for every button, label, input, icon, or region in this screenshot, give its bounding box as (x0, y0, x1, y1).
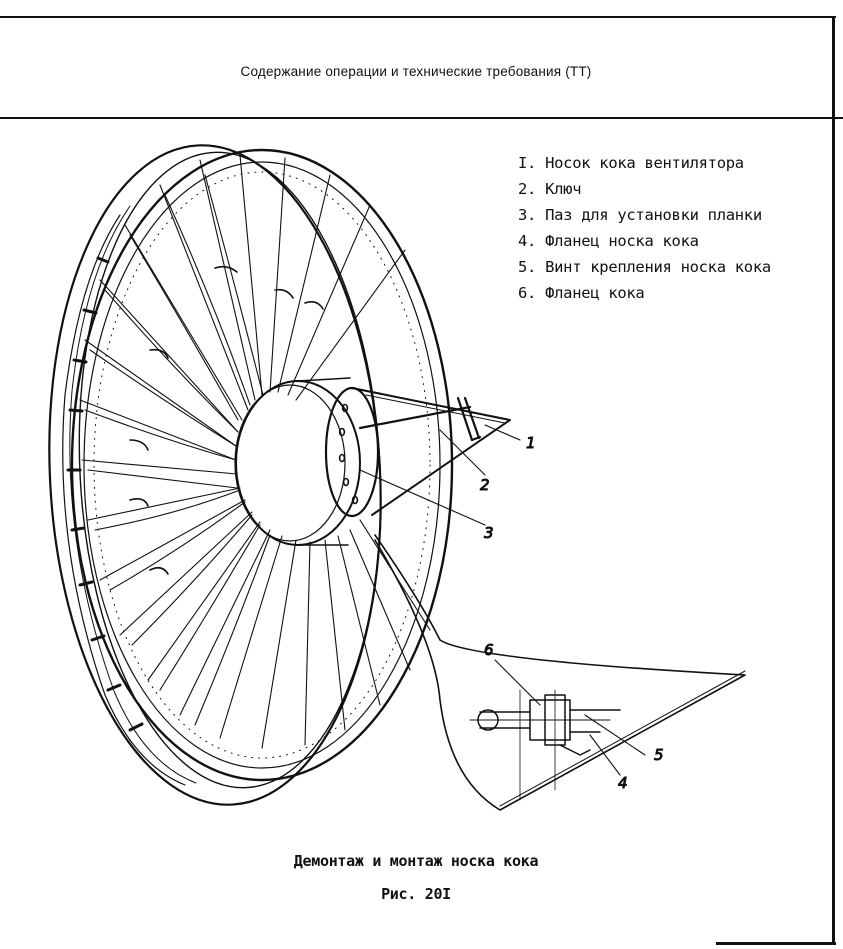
figure-number: Рис. 20I (381, 885, 451, 903)
fan-blades (79, 154, 431, 749)
callout-6: 6 (484, 641, 494, 659)
figure-caption: Демонтаж и монтаж носка кока (293, 852, 539, 870)
legend-item-3: 3. Паз для установки планки (518, 206, 762, 224)
fan-case-outer (48, 144, 454, 806)
legend-list: I. Носок кока вентилятора 2. Ключ 3. Паз… (518, 150, 771, 306)
legend-item-1: I. Носок кока вентилятора (518, 154, 744, 172)
fan-nose-cone-drawing: 1 2 3 4 5 6 (48, 144, 746, 811)
callout-leaders (359, 424, 646, 776)
detail-view (374, 534, 746, 811)
callout-4: 4 (618, 774, 628, 792)
callout-labels: 1 2 3 4 5 6 (480, 434, 665, 793)
legend-item-6: 6. Фланец кока (518, 284, 645, 302)
page-frame-right-line (832, 16, 835, 943)
header-title: Содержание операции и технические требов… (240, 64, 592, 79)
page-frame-top-line (0, 16, 836, 18)
callout-3: 3 (484, 524, 494, 542)
callout-5: 5 (654, 746, 664, 764)
legend-item-5: 5. Винт крепления носка кока (518, 258, 771, 276)
callout-2: 2 (480, 476, 490, 494)
callout-1: 1 (526, 434, 536, 452)
legend-item-4: 4. Фланец носка кока (518, 232, 699, 250)
legend-item-2: 2. Ключ (518, 180, 582, 198)
key-tool (358, 396, 482, 442)
spinner-nose-cone (324, 386, 511, 518)
header-divider-line (0, 117, 843, 119)
fan-hub (234, 377, 361, 546)
page-frame-bottom-line (716, 942, 836, 945)
